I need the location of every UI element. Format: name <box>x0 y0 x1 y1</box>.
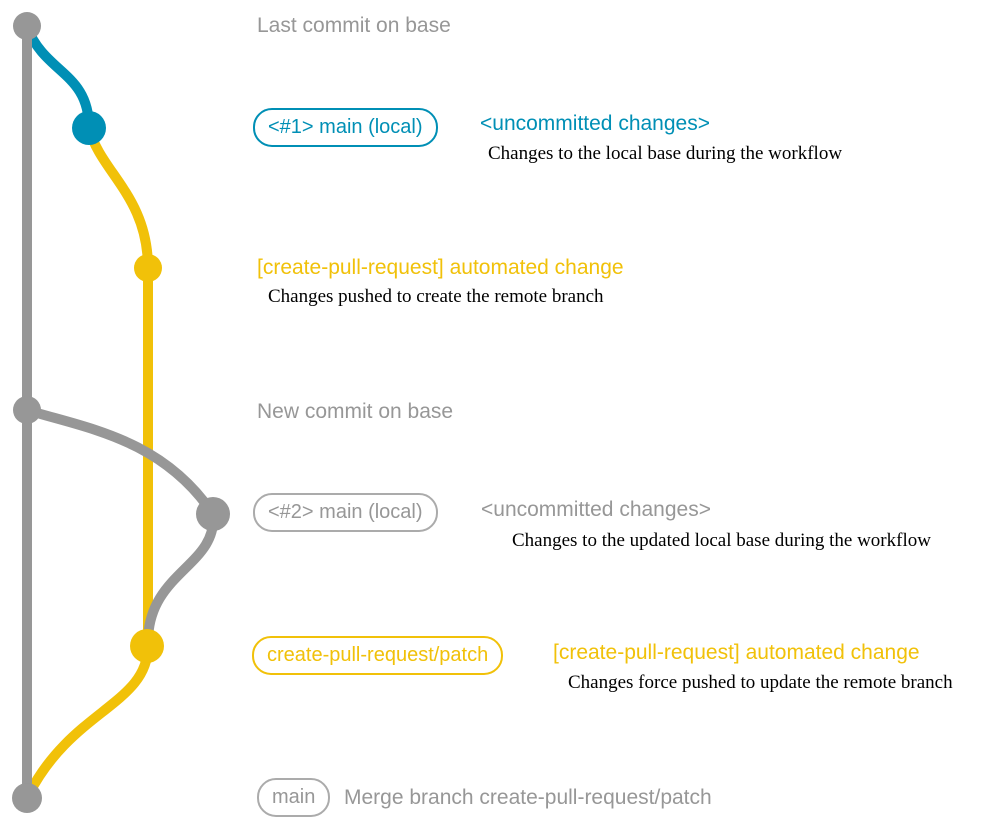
description-automated-1: Changes pushed to create the remote bran… <box>268 286 604 307</box>
commit-dot-merge <box>12 783 42 813</box>
local-main-branch-path <box>22 25 94 129</box>
description-uncommitted-2: Changes to the updated local base during… <box>512 530 931 551</box>
commit-dot-patch-2 <box>130 629 164 663</box>
branch-tag-main-label: main <box>272 786 316 808</box>
label-last-commit-on-base: Last commit on base <box>257 14 451 37</box>
commit-label-automated-2: [create-pull-request] automated change <box>553 641 920 664</box>
branch-tag-main-local-2: <#2> main (local) <box>253 493 438 532</box>
patch-branch-path <box>24 126 153 797</box>
branch-tag-patch: create-pull-request/patch <box>252 636 504 675</box>
commit-label-merge: Merge branch create-pull-request/patch <box>344 786 712 809</box>
commit-label-uncommitted-2: <uncommitted changes> <box>481 498 711 521</box>
commit-dot-main-local-1 <box>72 111 106 145</box>
commit-dot-patch-1 <box>134 254 162 282</box>
branch-tag-main-local-2-label: <#2> main (local) <box>268 501 423 523</box>
commit-dot-last-base <box>13 12 41 40</box>
local-main-2-branch-path <box>25 405 219 643</box>
branch-tag-main-local-1: <#1> main (local) <box>253 108 438 147</box>
commit-dot-new-base <box>13 396 41 424</box>
commit-label-automated-1: [create-pull-request] automated change <box>257 256 624 279</box>
branch-tag-main-local-1-label: <#1> main (local) <box>268 116 423 138</box>
commit-label-uncommitted-1: <uncommitted changes> <box>480 112 710 135</box>
branch-tag-main: main <box>257 778 331 817</box>
description-uncommitted-1: Changes to the local base during the wor… <box>488 143 843 164</box>
label-new-commit-on-base: New commit on base <box>257 400 454 423</box>
branch-tag-patch-label: create-pull-request/patch <box>267 644 489 666</box>
commit-dot-main-local-2 <box>196 497 230 531</box>
description-automated-2: Changes force pushed to update the remot… <box>568 672 953 693</box>
